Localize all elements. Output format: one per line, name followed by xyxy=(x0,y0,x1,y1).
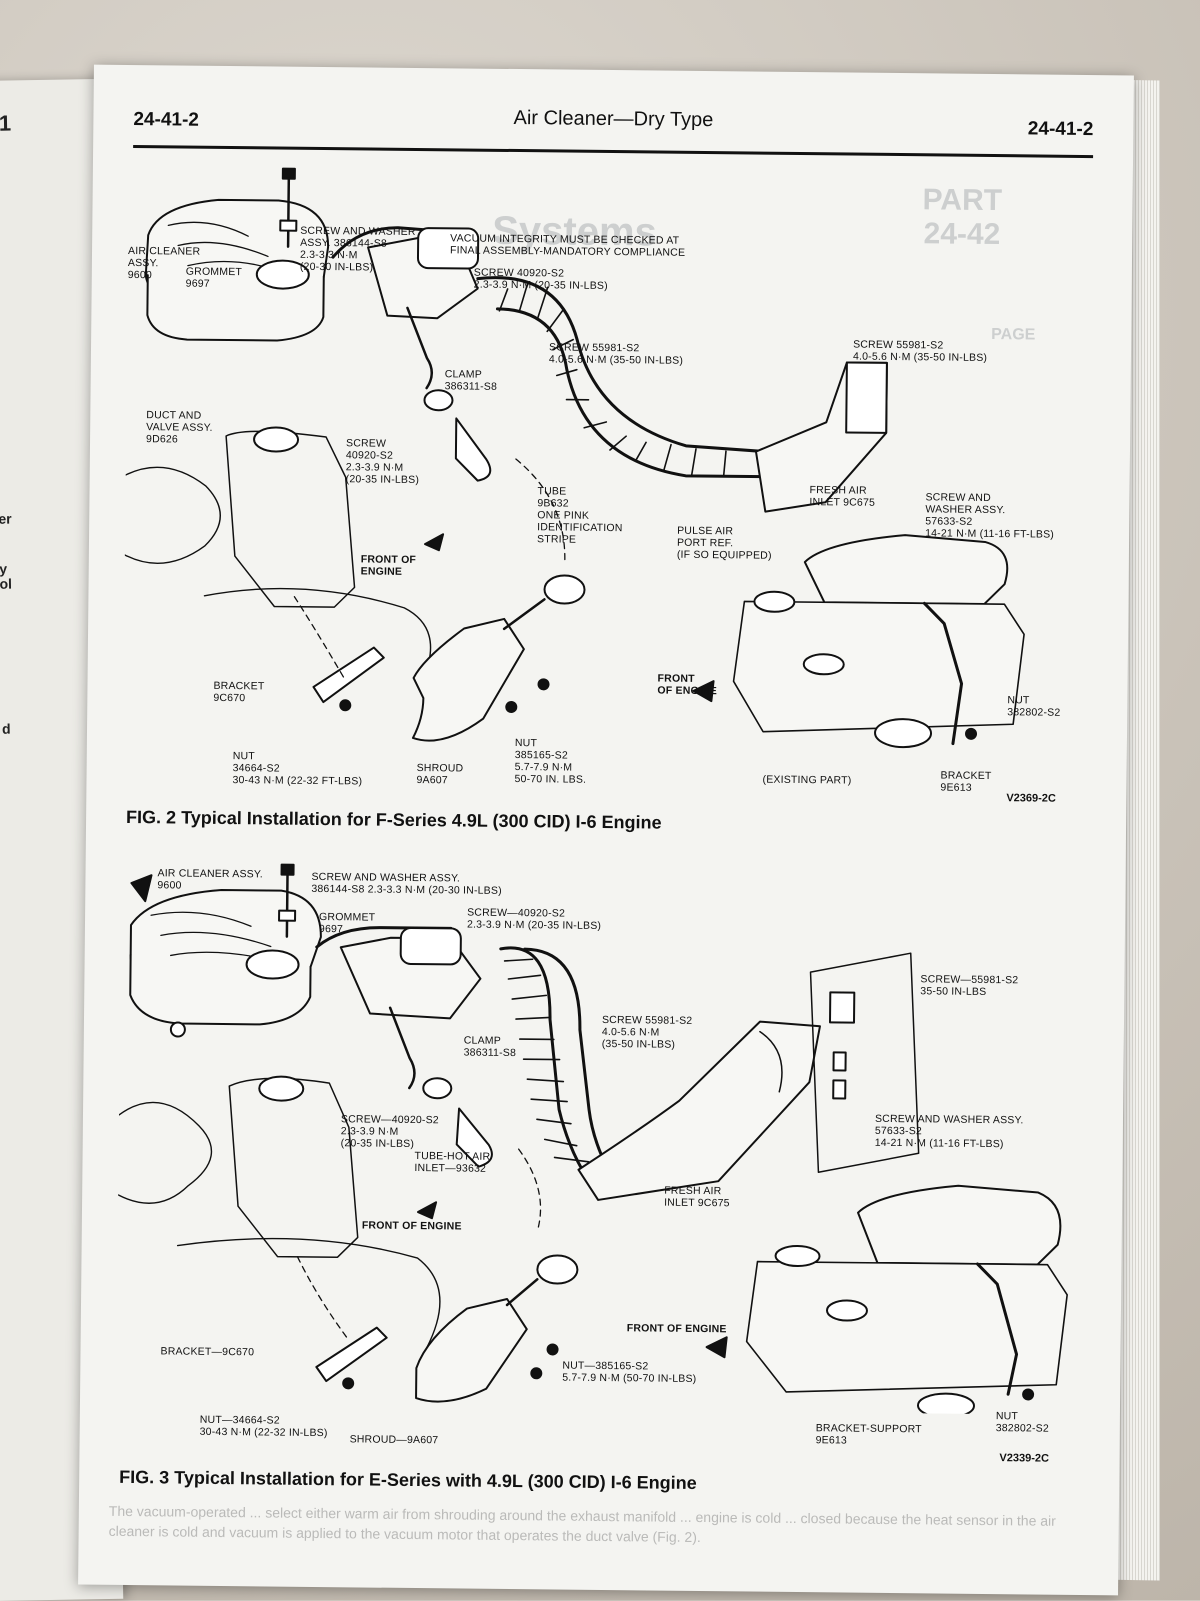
fig3-caption-number: FIG. 3 xyxy=(119,1466,170,1488)
fig3-code: V2339-2C xyxy=(999,1452,1050,1465)
manual-page: 24-41-2 Air Cleaner—Dry Type 24-41-2 PAR… xyxy=(78,64,1134,1596)
label-bracket: BRACKET 9C670 xyxy=(213,679,265,705)
label-duct-valve: DUCT AND VALVE ASSY. 9D626 xyxy=(146,409,213,446)
label-grommet: GROMMET 9697 xyxy=(318,911,376,936)
label-nut-385165: NUT—385165-S2 5.7-7.9 N·m (50-70 IN-LBS) xyxy=(562,1359,697,1385)
bleed-through-text: The vacuum-operated ... select either wa… xyxy=(108,1502,1056,1546)
label-screw-washer: SCREW AND WASHER ASSY. 386144-S8 2.3-3.3… xyxy=(299,224,416,274)
label-screw-55981-right: SCREW 55981-S2 4.0-5.6 N·m (35-50 IN-LBS… xyxy=(852,338,988,364)
label-nut-34664: NUT—34664-S2 30-43 N·m (22-32 IN-LBS) xyxy=(199,1413,328,1440)
label-clamp: CLAMP 386311-S8 xyxy=(444,368,498,393)
fig3-caption: FIG. 3 Typical Installation for E-Series… xyxy=(119,1467,697,1494)
page-header: 24-41-2 Air Cleaner—Dry Type 24-41-2 xyxy=(133,95,1094,159)
label-front-of-engine-left: FRONT OF ENGINE xyxy=(361,1219,462,1233)
label-nut-385165: NUT 385165-S2 5.7-7.9 N·m 50-70 IN. LBS. xyxy=(514,737,587,786)
fig3-caption-text: Typical Installation for E-Series with 4… xyxy=(174,1467,697,1493)
label-screw-55981-mid: SCREW 55981-S2 4.0-5.6 N·m (35-50 IN-LBS… xyxy=(548,341,684,367)
figure-2: AIR CLEANER ASSY. 9600 GROMMET 9697 SCRE… xyxy=(123,155,1099,794)
figure-3: AIR CLEANER ASSY. 9600 SCREW AND WASHER … xyxy=(116,785,1092,1447)
label-shroud: SHROUD 9A607 xyxy=(416,762,464,787)
label-pulse-air: PULSE AIR PORT REF. (IF SO EQUIPPED) xyxy=(676,524,772,562)
left-page-fragment: er xyxy=(0,510,12,527)
right-engine-drawing xyxy=(692,534,1025,749)
label-bracket-9e613: BRACKET 9E613 xyxy=(940,769,992,794)
label-front-of-engine-right: FRONT OF ENGINE xyxy=(626,1322,727,1336)
label-fresh-air-inlet: FRESH AIR INLET 9C675 xyxy=(664,1184,730,1210)
label-screw-washer: SCREW AND WASHER ASSY. 386144-S8 2.3-3.3… xyxy=(311,870,502,897)
label-nut-382802: NUT 382802-S2 xyxy=(995,1410,1050,1435)
figure-3-drawing xyxy=(117,863,1068,1416)
label-screw-55981-right: SCREW—55981-S2 35-50 IN-LBS xyxy=(920,973,1019,998)
label-tube-hot-air: TUBE-HOT AIR INLET—93632 xyxy=(414,1150,491,1175)
left-page-fragment: -1 xyxy=(0,110,12,136)
label-nut-382802: NUT 382802-S2 xyxy=(1007,694,1061,719)
label-screw-40920-top: SCREW 40920-S2 2.3-3.9 N·m (20-35 IN-LBS… xyxy=(473,266,608,292)
label-vacuum-note: VACUUM INTEGRITY MUST BE CHECKED AT FINA… xyxy=(449,232,686,259)
label-front-of-engine-right: FRONT OF ENGINE xyxy=(657,672,718,698)
label-screw-washer-57633: SCREW AND WASHER ASSY. 57633-S2 14-21 N·… xyxy=(874,1112,1024,1151)
label-grommet: GROMMET 9697 xyxy=(185,265,243,290)
label-nut-34664: NUT 34664-S2 30-43 N·m (22-32 FT-LBS) xyxy=(232,750,363,788)
label-bracket-support: BRACKET-SUPPORT 9E613 xyxy=(815,1422,922,1447)
label-screw-washer-57633: SCREW AND WASHER ASSY. 57633-S2 14-21 N·… xyxy=(925,491,1055,541)
label-screw-55981-mid: SCREW 55981-S2 4.0-5.6 N·m (35-50 IN-LBS… xyxy=(601,1013,693,1051)
label-clamp: CLAMP 386311-S8 xyxy=(463,1034,517,1060)
flex-duct-drawing xyxy=(476,276,768,479)
label-existing-part: (EXISTING PART) xyxy=(762,773,852,787)
label-front-of-engine-left: FRONT OF ENGINE xyxy=(360,553,417,578)
label-air-cleaner: AIR CLEANER ASSY. 9600 xyxy=(157,867,263,892)
page-number-right: 24-41-2 xyxy=(1027,118,1094,141)
label-fresh-air-inlet: FRESH AIR INLET 9C675 xyxy=(809,484,876,509)
label-screw-40920-low: SCREW 40920-S2 2.3-3.9 N·m (20-35 IN-LBS… xyxy=(345,437,420,487)
page-title: Air Cleaner—Dry Type xyxy=(513,106,714,132)
label-bracket: BRACKET—9C670 xyxy=(160,1345,255,1359)
label-shroud: SHROUD—9A607 xyxy=(349,1433,439,1447)
label-screw-40920-low: SCREW—40920-S2 2.3-3.9 N·m (20-35 IN-LBS… xyxy=(340,1113,439,1151)
left-page-fragment: d xyxy=(1,720,11,737)
left-page-fragment: ol xyxy=(0,575,13,592)
figure-2-drawing xyxy=(124,167,1025,749)
label-tube: TUBE 9B632 ONE PINK IDENTIFICATION STRIP… xyxy=(536,485,623,546)
left-page-fragment: y xyxy=(0,560,8,577)
label-screw-40920-top: SCREW—40920-S2 2.3-3.9 N·m (20-35 IN-LBS… xyxy=(466,906,602,932)
